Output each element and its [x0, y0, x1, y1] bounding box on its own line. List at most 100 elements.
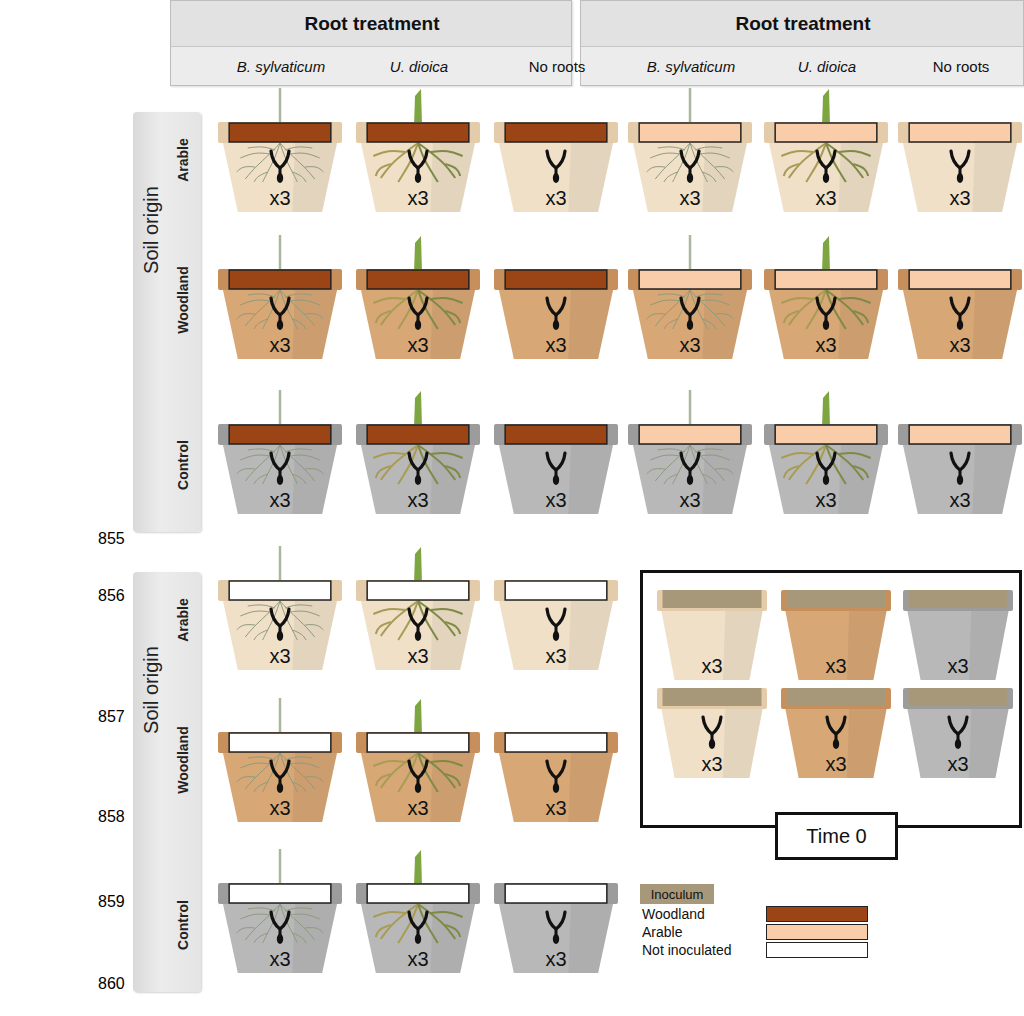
root [445, 774, 460, 786]
nettle-shoot [414, 547, 422, 584]
line-number: 855 [98, 530, 125, 547]
organism-symbol [547, 453, 565, 485]
symbol-drop [687, 173, 693, 183]
pot-body [361, 753, 475, 822]
nettle-shoot [414, 850, 422, 887]
replicate-count: x3 [545, 948, 566, 970]
pot-shade [969, 611, 1009, 680]
organism-symbol [409, 151, 427, 183]
pot-body [223, 904, 337, 973]
root [418, 143, 438, 182]
root [853, 466, 868, 478]
organism-symbol [271, 151, 289, 183]
symbol-arms [271, 912, 289, 929]
symbol-drop [553, 173, 559, 183]
text-holder: x3 [949, 489, 970, 512]
replicate-count: x3 [815, 334, 836, 356]
text-holder: x3 [269, 797, 290, 820]
pot: x3 [764, 424, 888, 514]
symbol-arms [409, 453, 427, 470]
symbol-drop [709, 739, 715, 749]
inoculum-layer [367, 884, 469, 903]
pot-body [907, 611, 1008, 680]
inoculum-layer [505, 123, 607, 142]
pot-body [499, 445, 613, 514]
replicate-count: x3 [407, 489, 428, 511]
symbol-arms [271, 151, 289, 168]
symbol-arms [951, 298, 969, 315]
nettle-shoot [414, 89, 422, 126]
time-label: Time 0 [806, 825, 866, 848]
pot-shade [847, 709, 887, 778]
pot-rim [356, 424, 480, 445]
pot-shade [969, 709, 1009, 778]
species-label: B. sylvaticum [647, 58, 735, 75]
grass-shoot [279, 698, 282, 736]
root [376, 622, 391, 634]
root [650, 153, 680, 158]
text-holder: x3 [815, 489, 836, 512]
pot-rim [494, 732, 618, 753]
text-holder: x3 [269, 334, 290, 357]
line-number: 857 [98, 708, 125, 725]
root [290, 300, 320, 305]
legend-text: Arable [642, 924, 682, 940]
root [430, 298, 462, 303]
pot-body [499, 143, 613, 212]
pot-body [223, 753, 337, 822]
organism-symbol [703, 717, 721, 749]
root [254, 319, 268, 329]
organism-symbol [951, 298, 969, 330]
text-holder: Root treatment [304, 13, 439, 35]
root [376, 466, 391, 478]
root [826, 445, 846, 484]
text-holder: x3 [407, 645, 428, 668]
root [806, 445, 826, 484]
text-holder: x3 [947, 655, 968, 678]
organism-symbol [681, 151, 699, 183]
organism-symbol [547, 912, 565, 944]
inoculum-layer [229, 123, 331, 142]
replicate-count: x3 [269, 489, 290, 511]
text-holder: x3 [545, 489, 566, 512]
pot: x3 [218, 883, 342, 973]
treatment-header: Root treatmentB. sylvaticumU. dioicaNo r… [580, 0, 1024, 86]
inoculum-layer [663, 590, 762, 608]
text-holder: x3 [407, 948, 428, 971]
root [305, 314, 324, 319]
root [373, 298, 405, 303]
legend-row: Not inoculated [640, 941, 880, 959]
grass-shoot [279, 88, 282, 126]
pot-body [903, 290, 1017, 359]
pot: x3 [494, 580, 618, 670]
treatment-header: Root treatmentB. sylvaticumU. dioicaNo r… [170, 0, 572, 86]
grass-shoot [689, 235, 692, 273]
symbol-drop [957, 475, 963, 485]
organism-symbol [271, 609, 289, 641]
root [826, 143, 846, 182]
pot-shade [568, 143, 613, 212]
soil-label: Control [175, 900, 191, 950]
replicate-count: x3 [545, 797, 566, 819]
pot-rim [218, 732, 342, 753]
legend-swatch [766, 906, 868, 922]
root [398, 904, 418, 943]
replicate-count: x3 [407, 948, 428, 970]
root [292, 782, 306, 792]
root [398, 290, 418, 329]
replicate-count: x3 [545, 187, 566, 209]
pot-rim [628, 269, 752, 290]
organism-symbol [409, 609, 427, 641]
pot-rim [218, 424, 342, 445]
symbol-arms [827, 717, 845, 734]
pot-body [769, 445, 883, 514]
root [292, 172, 306, 182]
symbol-arms [271, 761, 289, 778]
root-system [781, 143, 870, 182]
species-label: U. dioica [798, 58, 856, 75]
text-holder: 856 [98, 587, 125, 605]
axis-title: Soil origin [140, 186, 162, 274]
inoculum-layer [505, 425, 607, 444]
symbol-drop [957, 320, 963, 330]
root [781, 151, 813, 156]
